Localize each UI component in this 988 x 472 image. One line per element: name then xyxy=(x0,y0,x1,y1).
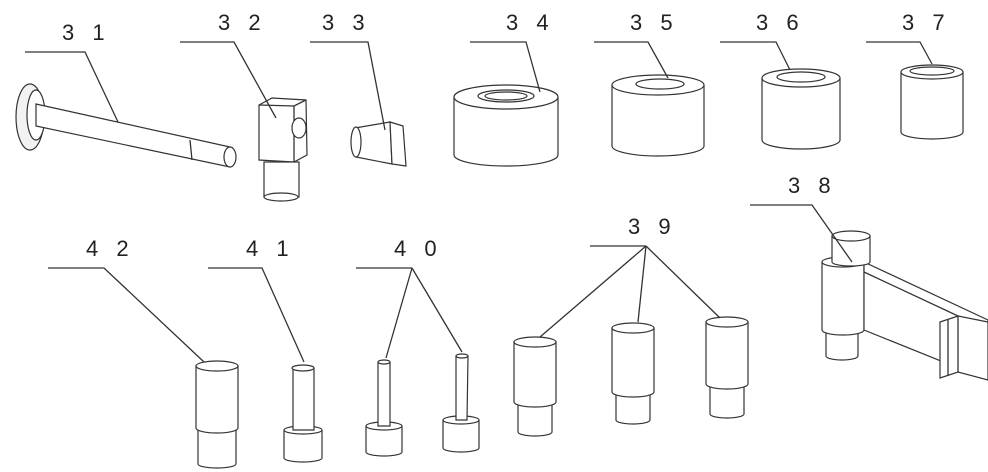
callout-35-label: 3 5 xyxy=(630,10,679,35)
part-31-shaft xyxy=(15,83,237,168)
callout-31-label: 3 1 xyxy=(62,20,111,45)
part-39-pin-c xyxy=(705,316,749,419)
part-38-arm xyxy=(821,230,988,381)
part-39-pin-a xyxy=(513,336,557,437)
callout-34: 3 4 xyxy=(470,10,555,93)
part-40-pins xyxy=(365,353,480,457)
callout-39: 3 9 xyxy=(539,214,721,338)
part-42-pin xyxy=(195,360,239,469)
callout-34-label: 3 4 xyxy=(506,10,555,35)
part-40-pin-a xyxy=(365,359,403,457)
part-34-ring xyxy=(453,84,559,167)
callout-36-label: 3 6 xyxy=(756,10,805,35)
part-37-bushing xyxy=(900,64,964,140)
part-40-pin-b xyxy=(442,353,480,453)
callout-35: 3 5 xyxy=(594,10,679,79)
part-41-pin xyxy=(283,364,323,463)
callout-33-label: 3 3 xyxy=(322,10,371,35)
part-39-pins xyxy=(513,316,749,437)
callout-41: 4 1 xyxy=(208,236,305,363)
part-36-ring xyxy=(761,68,841,150)
callout-40-label: 4 0 xyxy=(394,236,443,261)
callout-40: 4 0 xyxy=(356,236,463,359)
callout-37-label: 3 7 xyxy=(902,10,951,35)
callout-37: 3 7 xyxy=(866,10,951,65)
callout-41-label: 4 1 xyxy=(246,236,295,261)
callout-42-label: 4 2 xyxy=(86,236,135,261)
part-35-ring xyxy=(611,74,705,157)
callout-36: 3 6 xyxy=(720,10,805,71)
callout-31: 3 1 xyxy=(25,20,119,123)
callout-39-label: 3 9 xyxy=(628,214,677,239)
part-39-pin-b xyxy=(611,322,655,425)
part-33-wedge xyxy=(350,121,407,167)
callout-32: 3 2 xyxy=(180,10,277,119)
callout-42: 4 2 xyxy=(48,236,205,363)
callout-33: 3 3 xyxy=(310,10,386,131)
callout-38: 3 8 xyxy=(750,173,853,263)
callout-32-label: 3 2 xyxy=(218,10,267,35)
part-32-block xyxy=(258,97,308,202)
callout-38-label: 3 8 xyxy=(788,173,837,198)
